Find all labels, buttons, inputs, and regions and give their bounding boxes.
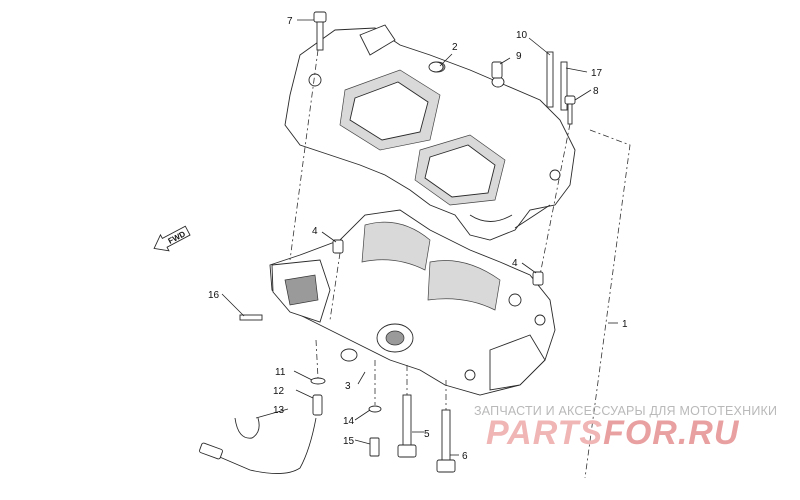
wire-harness	[199, 417, 317, 474]
stud-16	[239, 314, 263, 321]
washer-14	[368, 405, 382, 413]
callout-13: 13	[273, 405, 285, 416]
stud-10	[546, 51, 554, 108]
callout-15: 15	[343, 436, 355, 447]
bolt-5	[397, 394, 417, 458]
callout-2: 2	[452, 42, 458, 53]
callout-5: 5	[424, 429, 430, 440]
callout-1: 1	[622, 319, 628, 330]
sensor-12	[312, 394, 323, 416]
callout-8: 8	[593, 86, 599, 97]
dowel-4b	[532, 271, 544, 286]
callout-16: 16	[208, 290, 220, 301]
assembly-lines	[289, 49, 631, 479]
upper-crankcase	[284, 24, 576, 241]
callout-4a: 4	[312, 226, 318, 237]
plug-3	[340, 348, 358, 362]
dowel-9	[491, 61, 503, 79]
dowel-4a	[332, 239, 344, 254]
callout-3: 3	[345, 381, 351, 392]
bolt-15	[369, 437, 380, 457]
callout-7: 7	[287, 16, 293, 27]
callout-17: 17	[591, 68, 603, 79]
watermark-logo: PARTSFOR.RU	[486, 414, 739, 453]
leader-lines	[221, 19, 618, 456]
callout-11: 11	[275, 367, 286, 378]
callout-10: 10	[516, 30, 528, 41]
fwd-direction-arrow: FWD	[153, 225, 191, 252]
callout-4b: 4	[512, 258, 518, 269]
callout-6: 6	[462, 451, 468, 462]
callouts: 1 2 3 4 4 5 6 7 8 9 10 11 12 13 14 15 16…	[208, 16, 628, 462]
o-ring-11	[310, 377, 326, 385]
bolt-7	[313, 11, 327, 51]
clamp-13	[234, 417, 260, 439]
lower-crankcase	[269, 209, 556, 396]
watermark-caption: ЗАПЧАСТИ И АКСЕССУАРЫ ДЛЯ МОТОТЕХНИКИ	[474, 404, 778, 418]
watermark-logo-part1: PARTS	[486, 414, 604, 452]
seal-2	[428, 61, 444, 73]
callout-14: 14	[343, 416, 355, 427]
watermark-logo-part2: FOR.RU	[603, 414, 740, 452]
callout-9: 9	[516, 51, 522, 62]
bolt-6	[436, 409, 456, 473]
stud-17	[560, 61, 568, 111]
callout-12: 12	[273, 386, 285, 397]
